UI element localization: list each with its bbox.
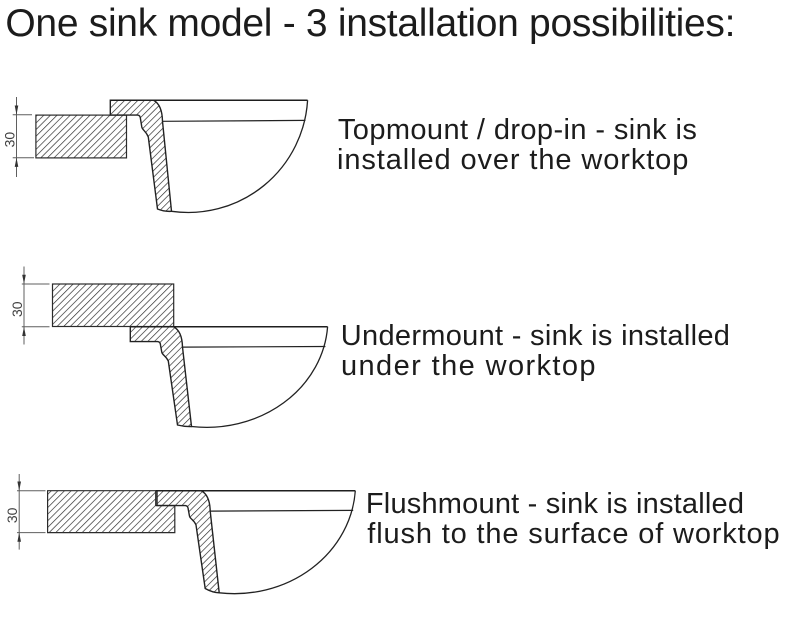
svg-text:30: 30 <box>4 507 20 523</box>
svg-text:30: 30 <box>1 132 17 148</box>
svg-text:30: 30 <box>9 301 25 317</box>
